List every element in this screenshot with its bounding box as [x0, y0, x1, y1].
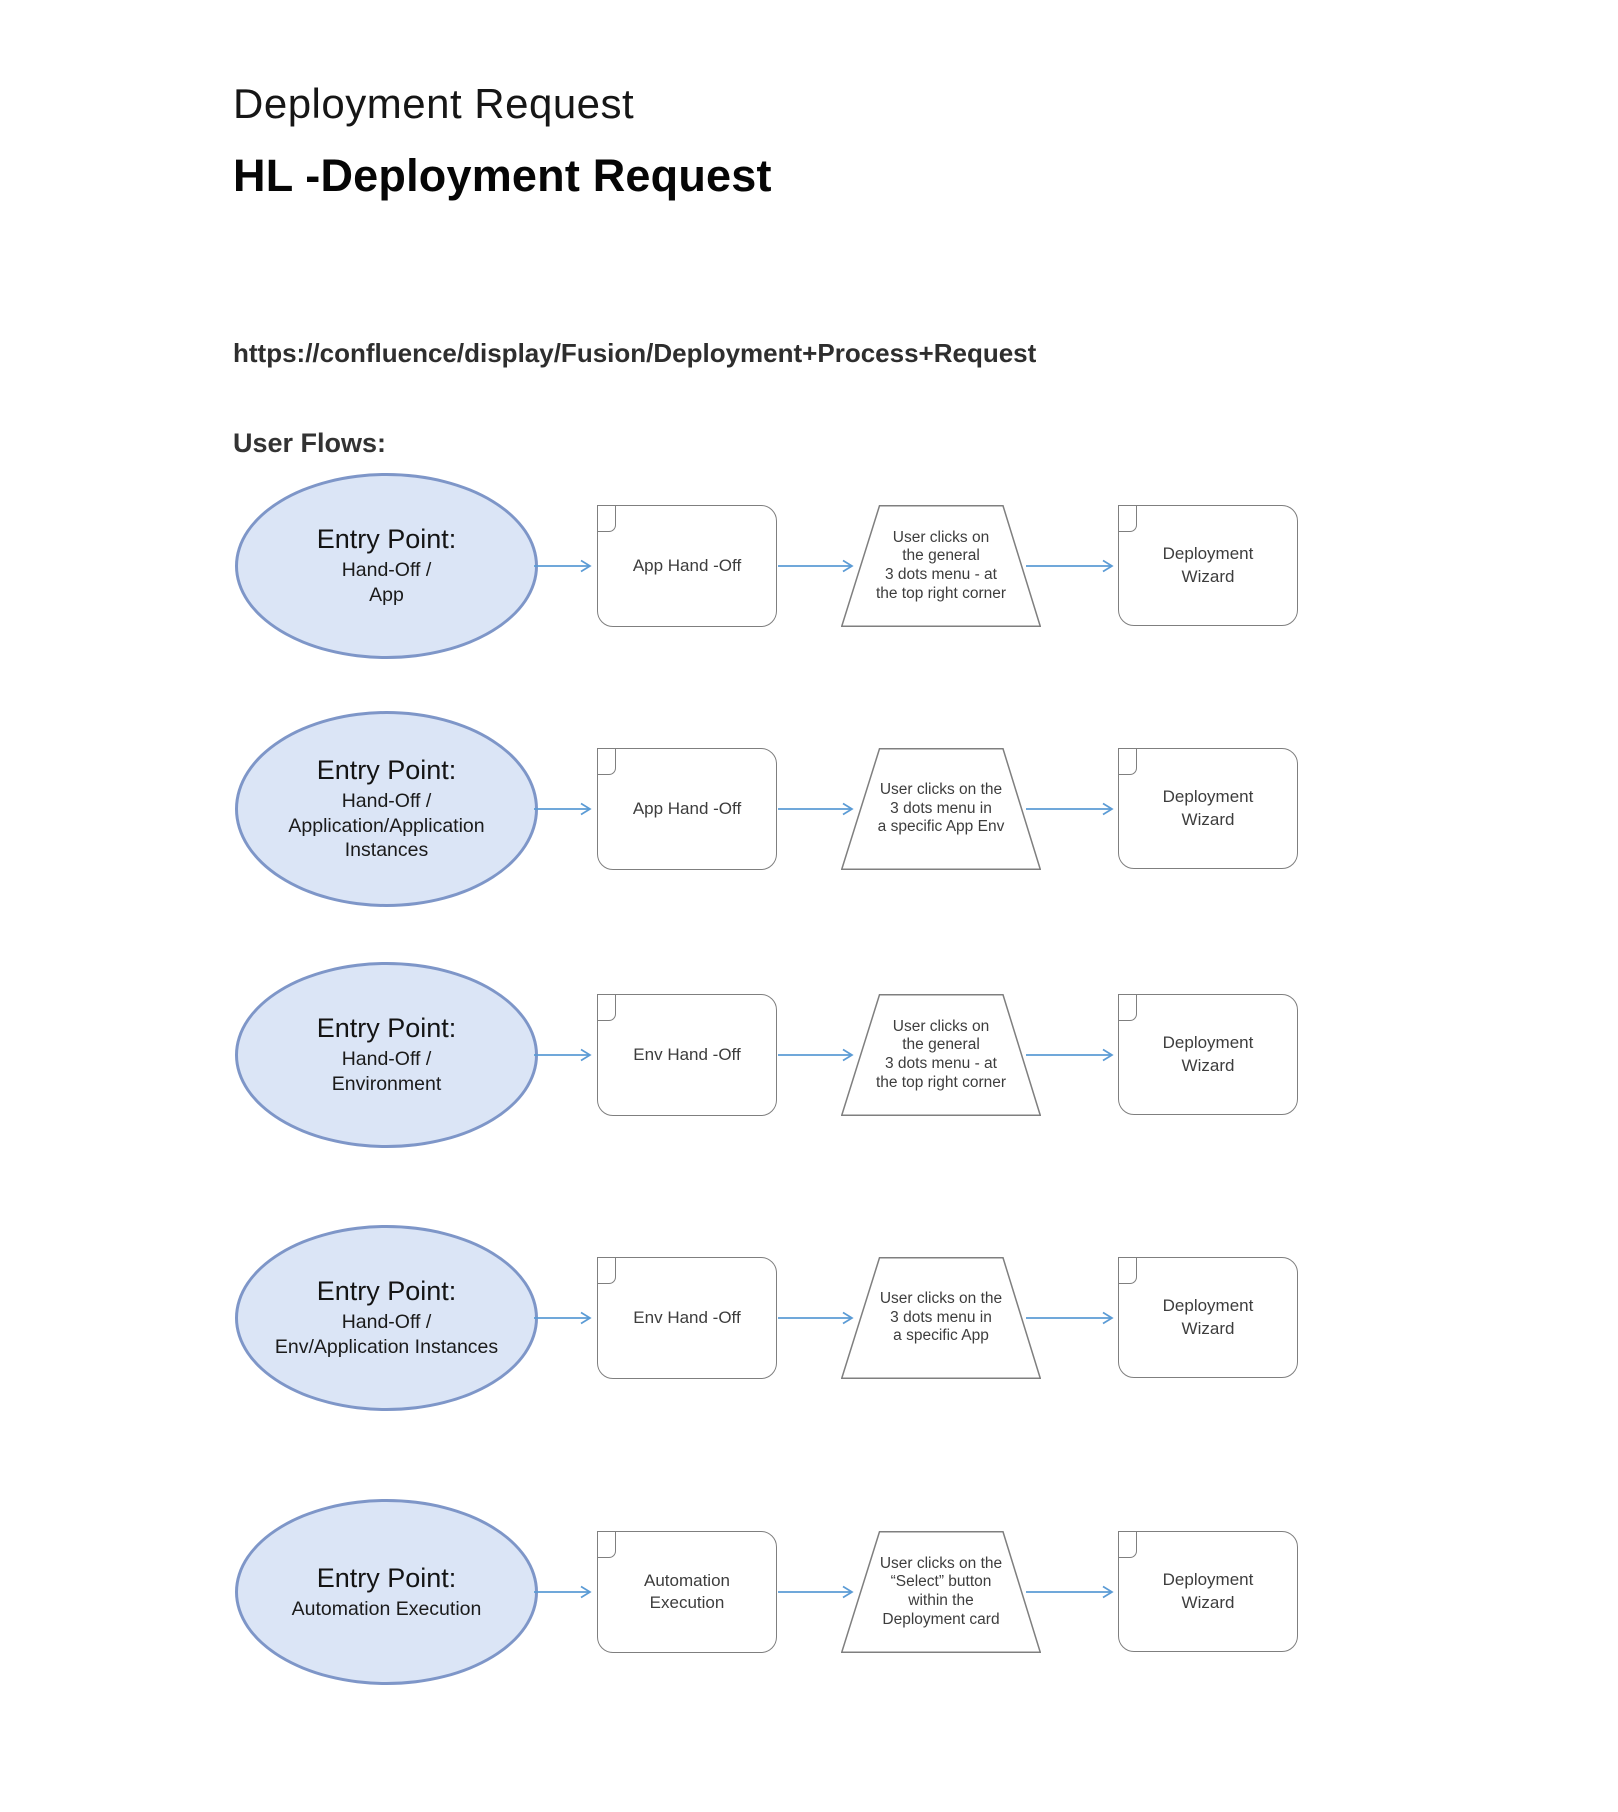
action-line: 3 dots menu in [890, 1308, 992, 1326]
flow-arrow [534, 1311, 592, 1325]
trapezoid-shape [841, 505, 1041, 627]
entry-point-line: Instances [344, 839, 429, 862]
page-heading: HL -Deployment Request [233, 150, 772, 201]
process-card-label: App Hand -Off [632, 798, 742, 818]
action-trapezoid: User clicks on the “Select” button withi… [841, 1531, 1041, 1653]
process-card: Env Hand -Off [596, 1256, 777, 1379]
process-card: App Hand -Off [596, 504, 777, 627]
user-flows-label: User Flows: [233, 428, 387, 458]
flow-arrow [534, 559, 592, 573]
entry-point-line: Environment [331, 1073, 442, 1095]
flow-arrow [534, 802, 592, 816]
process-card: App Hand -Off [596, 747, 777, 870]
process-card-label: Env Hand -Off [633, 1044, 741, 1064]
flow-arrow [1026, 1311, 1114, 1325]
wizard-card-label: Deployment [1162, 544, 1254, 564]
flow-arrow [1026, 559, 1114, 573]
flow-arrow [534, 1585, 592, 1599]
process-card-label: Env Hand -Off [633, 1307, 741, 1327]
flow-arrow [1026, 1585, 1114, 1599]
entry-point-line: Hand-Off / [341, 790, 432, 813]
flow-row-automation-execution: Entry Point: Automation Execution Automa… [0, 1499, 1618, 1731]
flow-row-hand-off-application-instances: Entry Point: Hand-Off / Application/Appl… [0, 711, 1618, 948]
action-line: 3 dots menu - at [884, 566, 997, 583]
wizard-card: Deployment Wizard [1117, 1256, 1298, 1378]
action-line: User clicks on the [879, 1554, 1003, 1572]
flow-arrow [534, 1048, 592, 1062]
process-card-label: App Hand -Off [632, 555, 742, 575]
action-line: a specific App Env [877, 818, 1005, 836]
action-trapezoid: User clicks on the general 3 dots menu -… [841, 505, 1041, 627]
action-line: 3 dots menu - at [884, 1055, 997, 1072]
entry-point-title: Entry Point: [316, 755, 457, 786]
entry-point-ellipse: Entry Point: Automation Execution [235, 1499, 538, 1685]
entry-point-line: Automation Execution [291, 1597, 482, 1620]
wizard-card-label: Deployment [1162, 1033, 1254, 1053]
entry-point-line: Hand-Off / [341, 1311, 432, 1334]
flow-row-hand-off-app: Entry Point: Hand-Off / App App Hand -Of… [0, 473, 1618, 705]
wizard-card-label: Wizard [1181, 1055, 1235, 1075]
page-title: Deployment Request [233, 80, 635, 127]
trapezoid-shape [841, 1531, 1041, 1653]
action-line: “Select” button [890, 1573, 992, 1591]
entry-point-title: Entry Point: [316, 1013, 457, 1044]
entry-point-title: Entry Point: [316, 1562, 457, 1593]
entry-point-line: Hand-Off / [341, 559, 432, 582]
process-card: Automation Execution [596, 1530, 777, 1653]
confluence-url: https://confluence/display/Fusion/Deploy… [233, 338, 1037, 368]
trapezoid-shape [841, 748, 1041, 870]
entry-point-ellipse: Entry Point: Hand-Off / Env/Application … [235, 1225, 538, 1411]
wizard-card-label: Wizard [1181, 809, 1235, 829]
action-line: 3 dots menu in [890, 799, 992, 817]
wizard-card: Deployment Wizard [1117, 993, 1298, 1115]
action-line: Deployment card [882, 1610, 1000, 1628]
action-trapezoid: User clicks on the general 3 dots menu -… [841, 994, 1041, 1116]
flow-arrow [778, 802, 854, 816]
wizard-card-label: Wizard [1181, 1592, 1235, 1612]
action-line: the general [902, 1036, 980, 1054]
wizard-card: Deployment Wizard [1117, 504, 1298, 626]
wizard-card-label: Wizard [1181, 1318, 1235, 1338]
action-trapezoid: User clicks on the 3 dots menu in a spec… [841, 1257, 1041, 1379]
flow-arrow [778, 1585, 854, 1599]
flow-row-hand-off-env-application-instances: Entry Point: Hand-Off / Env/Application … [0, 1225, 1618, 1457]
process-card-label: Execution [649, 1593, 725, 1612]
wizard-card: Deployment Wizard [1117, 747, 1298, 869]
entry-point-line: Env/Application Instances [274, 1336, 499, 1358]
process-card: Env Hand -Off [596, 993, 777, 1116]
flow-arrow [778, 1048, 854, 1062]
action-trapezoid: User clicks on the 3 dots menu in a spec… [841, 748, 1041, 870]
entry-point-title: Entry Point: [316, 1276, 457, 1307]
process-card-label: Automation [644, 1570, 730, 1590]
entry-point-ellipse: Entry Point: Hand-Off / Environment [235, 962, 538, 1148]
action-line: User clicks on [892, 528, 990, 546]
wizard-card: Deployment Wizard [1117, 1530, 1298, 1652]
flow-arrow [778, 559, 854, 573]
wizard-card-label: Deployment [1162, 787, 1254, 807]
entry-point-ellipse: Entry Point: Hand-Off / App [235, 473, 538, 659]
trapezoid-shape [841, 994, 1041, 1116]
trapezoid-shape [841, 1257, 1041, 1379]
wizard-card-label: Deployment [1162, 1296, 1254, 1316]
action-line: User clicks on the [879, 781, 1003, 799]
entry-point-line: Hand-Off / [341, 1048, 432, 1071]
entry-point-line: App [369, 584, 404, 606]
action-line: the general [902, 547, 980, 565]
flow-arrow [778, 1311, 854, 1325]
flow-row-hand-off-environment: Entry Point: Hand-Off / Environment Env … [0, 962, 1618, 1194]
action-line: a specific App [893, 1327, 989, 1345]
wizard-card-label: Wizard [1181, 566, 1235, 586]
flow-arrow [1026, 802, 1114, 816]
action-line: User clicks on [892, 1017, 990, 1035]
action-line: the top right corner [875, 584, 1007, 602]
action-line: the top right corner [875, 1073, 1007, 1091]
entry-point-ellipse: Entry Point: Hand-Off / Application/Appl… [235, 711, 538, 907]
wizard-card-label: Deployment [1162, 1570, 1254, 1590]
flow-arrow [1026, 1048, 1114, 1062]
action-line: User clicks on the [879, 1290, 1003, 1308]
entry-point-title: Entry Point: [316, 524, 457, 555]
action-line: within the [908, 1592, 974, 1609]
entry-point-line: Application/Application [288, 814, 485, 837]
